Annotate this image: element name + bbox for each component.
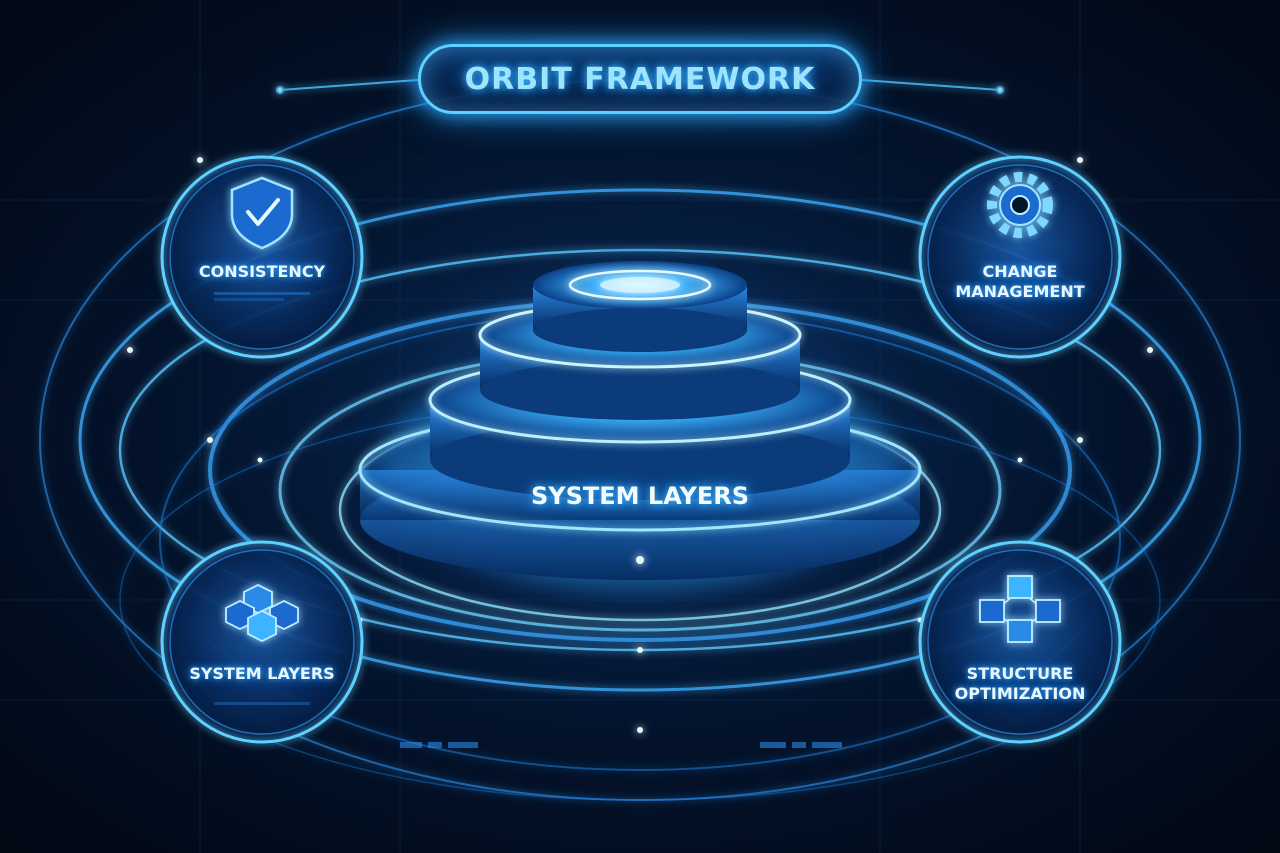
shield-check-icon	[230, 176, 294, 250]
label-system-layers-text: SYSTEM LAYERS	[189, 664, 335, 683]
label-consistency-text: CONSISTENCY	[198, 262, 326, 281]
label-change-line2: MANAGEMENT	[955, 282, 1085, 301]
network-cubes-icon	[979, 575, 1061, 643]
node-change-management	[918, 155, 1122, 359]
label-change-management: CHANGE MANAGEMENT	[930, 262, 1110, 302]
cubes-icon	[225, 583, 299, 643]
label-structure-optimization: STRUCTURE OPTIMIZATION	[930, 664, 1110, 704]
center-stack-icon	[358, 245, 922, 580]
gear-icon	[987, 172, 1053, 238]
label-consistency: CONSISTENCY	[172, 262, 352, 282]
center-label: SYSTEM LAYERS	[530, 482, 750, 510]
title-banner: ORBIT FRAMEWORK	[418, 44, 862, 114]
node-system-layers	[160, 540, 364, 744]
node-structure-optimization	[918, 540, 1122, 744]
label-change-line1: CHANGE	[982, 262, 1058, 281]
node-consistency	[160, 155, 364, 359]
label-structure-line1: STRUCTURE	[966, 664, 1074, 683]
tech-marks	[214, 292, 842, 748]
title-connectors	[276, 79, 1004, 94]
label-structure-line2: OPTIMIZATION	[954, 684, 1086, 703]
diagram-title: ORBIT FRAMEWORK	[464, 61, 816, 97]
label-system-layers-node: SYSTEM LAYERS	[172, 664, 352, 684]
